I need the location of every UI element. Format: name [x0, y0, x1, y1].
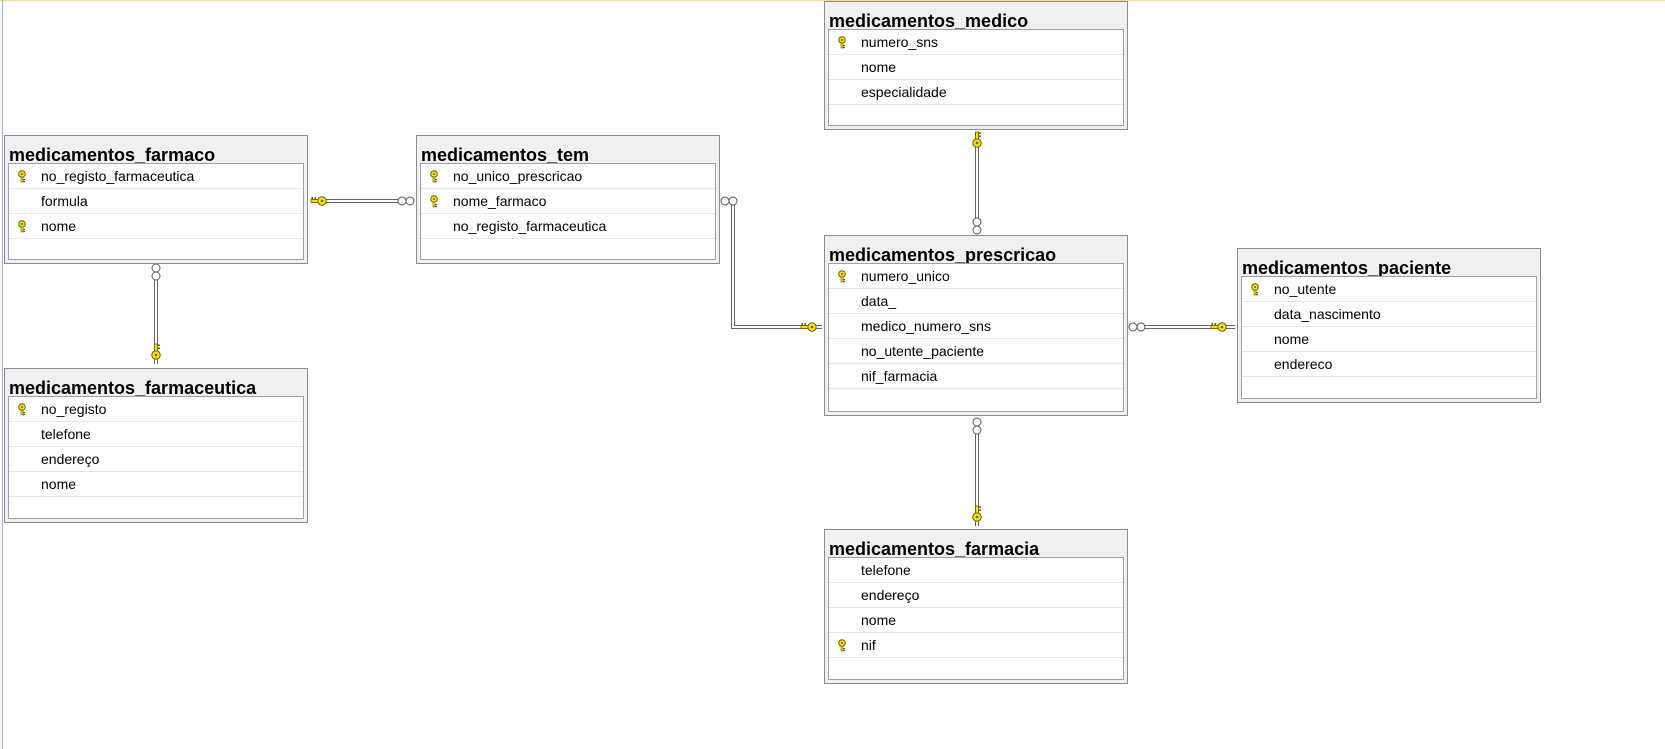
table-title: medicamentos_medico [829, 11, 1029, 31]
new-column-row[interactable] [829, 658, 1123, 683]
column-list: no_registo_farmaceutica formula nome [8, 163, 304, 260]
table-medicamentos-farmaceutica[interactable]: medicamentos_farmaceutica no_registo tel… [4, 368, 308, 523]
column-row[interactable]: no_registo [9, 397, 303, 422]
column-list: numero_sns nome especialidade [828, 29, 1124, 126]
table-title: medicamentos_farmacia [829, 539, 1040, 559]
table-title: medicamentos_prescricao [829, 245, 1057, 265]
column-row[interactable]: endereço [829, 583, 1123, 608]
column-row[interactable]: no_utente [1242, 277, 1536, 302]
table-medicamentos-prescricao[interactable]: medicamentos_prescricao numero_unico dat… [824, 235, 1128, 416]
column-list: no_unico_prescricao nome_farmaco no_regi… [420, 163, 716, 260]
column-row[interactable]: no_utente_paciente [829, 339, 1123, 364]
primary-key-icon [838, 270, 846, 283]
primary-key-icon [838, 36, 846, 49]
column-name: no_utente [1274, 281, 1337, 297]
top-divider [0, 0, 1665, 1]
column-name: formula [41, 193, 88, 209]
column-name: nome [861, 612, 897, 628]
new-column-row[interactable] [9, 239, 303, 264]
column-row[interactable]: especialidade [829, 80, 1123, 105]
column-name: no_registo_farmaceutica [453, 218, 607, 234]
column-name: numero_sns [861, 34, 939, 50]
column-name: no_registo_farmaceutica [41, 168, 195, 184]
column-row[interactable]: endereco [1242, 352, 1536, 377]
primary-key-icon [838, 639, 846, 652]
new-column-row[interactable] [1242, 377, 1536, 402]
column-list: telefone endereço nome nif [828, 557, 1124, 680]
table-title: medicamentos_farmaco [9, 145, 216, 165]
column-name: endereço [861, 587, 920, 603]
column-name: nif_farmacia [861, 368, 938, 384]
column-name: no_unico_prescricao [453, 168, 583, 184]
column-name: nome_farmaco [453, 193, 547, 209]
column-row[interactable]: data_ [829, 289, 1123, 314]
column-name: nif [861, 637, 876, 653]
table-title: medicamentos_farmaceutica [9, 378, 257, 398]
column-name: data_nascimento [1274, 306, 1381, 322]
column-name: telefone [41, 426, 91, 442]
rel-farmacia-prescricao[interactable] [972, 417, 982, 526]
table-medicamentos-farmacia[interactable]: medicamentos_farmacia telefone endereço … [824, 529, 1128, 684]
column-row[interactable]: no_registo_farmaceutica [9, 164, 303, 189]
primary-key-icon [1251, 283, 1259, 296]
table-title: medicamentos_tem [421, 145, 590, 165]
table-medicamentos-farmaco[interactable]: medicamentos_farmaco no_registo_farmaceu… [4, 135, 308, 264]
rel-paciente-prescricao[interactable] [1128, 322, 1235, 332]
column-row[interactable]: numero_unico [829, 264, 1123, 289]
column-name: medico_numero_sns [861, 318, 991, 334]
primary-key-icon [18, 170, 26, 183]
column-row[interactable]: nome [9, 472, 303, 497]
column-name: no_registo [41, 401, 107, 417]
table-medicamentos-paciente[interactable]: medicamentos_paciente no_utente data_nas… [1237, 248, 1541, 403]
column-row[interactable]: nome_farmaco [421, 189, 715, 214]
column-name: endereço [41, 451, 100, 467]
table-title: medicamentos_paciente [1242, 258, 1452, 278]
column-row[interactable]: formula [9, 189, 303, 214]
new-column-row[interactable] [829, 105, 1123, 130]
column-name: nome [861, 59, 897, 75]
column-name: numero_unico [861, 268, 950, 284]
new-column-row[interactable] [421, 239, 715, 264]
column-name: endereco [1274, 356, 1333, 372]
primary-key-icon [430, 170, 438, 183]
column-name: no_utente_paciente [861, 343, 984, 359]
rel-farmaceutica-farmaco[interactable] [151, 263, 161, 364]
primary-key-icon [18, 220, 26, 233]
column-list: no_registo telefone endereço nome [8, 396, 304, 519]
column-row[interactable]: nif_farmacia [829, 364, 1123, 389]
new-column-row[interactable] [9, 497, 303, 522]
column-row[interactable]: nome [9, 214, 303, 239]
rel-medico-prescricao[interactable] [972, 131, 982, 235]
column-list: numero_unico data_ medico_numero_sns no_… [828, 263, 1124, 412]
column-row[interactable]: endereço [9, 447, 303, 472]
primary-key-icon [18, 403, 26, 416]
column-name: especialidade [861, 84, 947, 100]
column-row[interactable]: nif [829, 633, 1123, 658]
column-name: nome [41, 218, 77, 234]
column-row[interactable]: numero_sns [829, 30, 1123, 55]
column-list: no_utente data_nascimento nome endereco [1241, 276, 1537, 399]
table-medicamentos-tem[interactable]: medicamentos_tem no_unico_prescricao nom… [416, 135, 720, 264]
column-name: data_ [861, 293, 897, 309]
rel-farmaco-tem[interactable] [310, 196, 415, 206]
left-divider [2, 0, 3, 749]
column-row[interactable]: data_nascimento [1242, 302, 1536, 327]
column-row[interactable]: nome [829, 608, 1123, 633]
column-row[interactable]: medico_numero_sns [829, 314, 1123, 339]
table-medicamentos-medico[interactable]: medicamentos_medico numero_sns nome espe… [824, 1, 1128, 130]
column-row[interactable]: telefone [829, 558, 1123, 583]
column-name: nome [41, 476, 77, 492]
column-name: nome [1274, 331, 1310, 347]
column-row[interactable]: no_registo_farmaceutica [421, 214, 715, 239]
column-row[interactable]: telefone [9, 422, 303, 447]
new-column-row[interactable] [829, 389, 1123, 414]
column-row[interactable]: nome [829, 55, 1123, 80]
rel-prescricao-tem[interactable] [720, 196, 822, 332]
column-row[interactable]: no_unico_prescricao [421, 164, 715, 189]
column-name: telefone [861, 562, 911, 578]
column-row[interactable]: nome [1242, 327, 1536, 352]
primary-key-icon [430, 195, 438, 208]
